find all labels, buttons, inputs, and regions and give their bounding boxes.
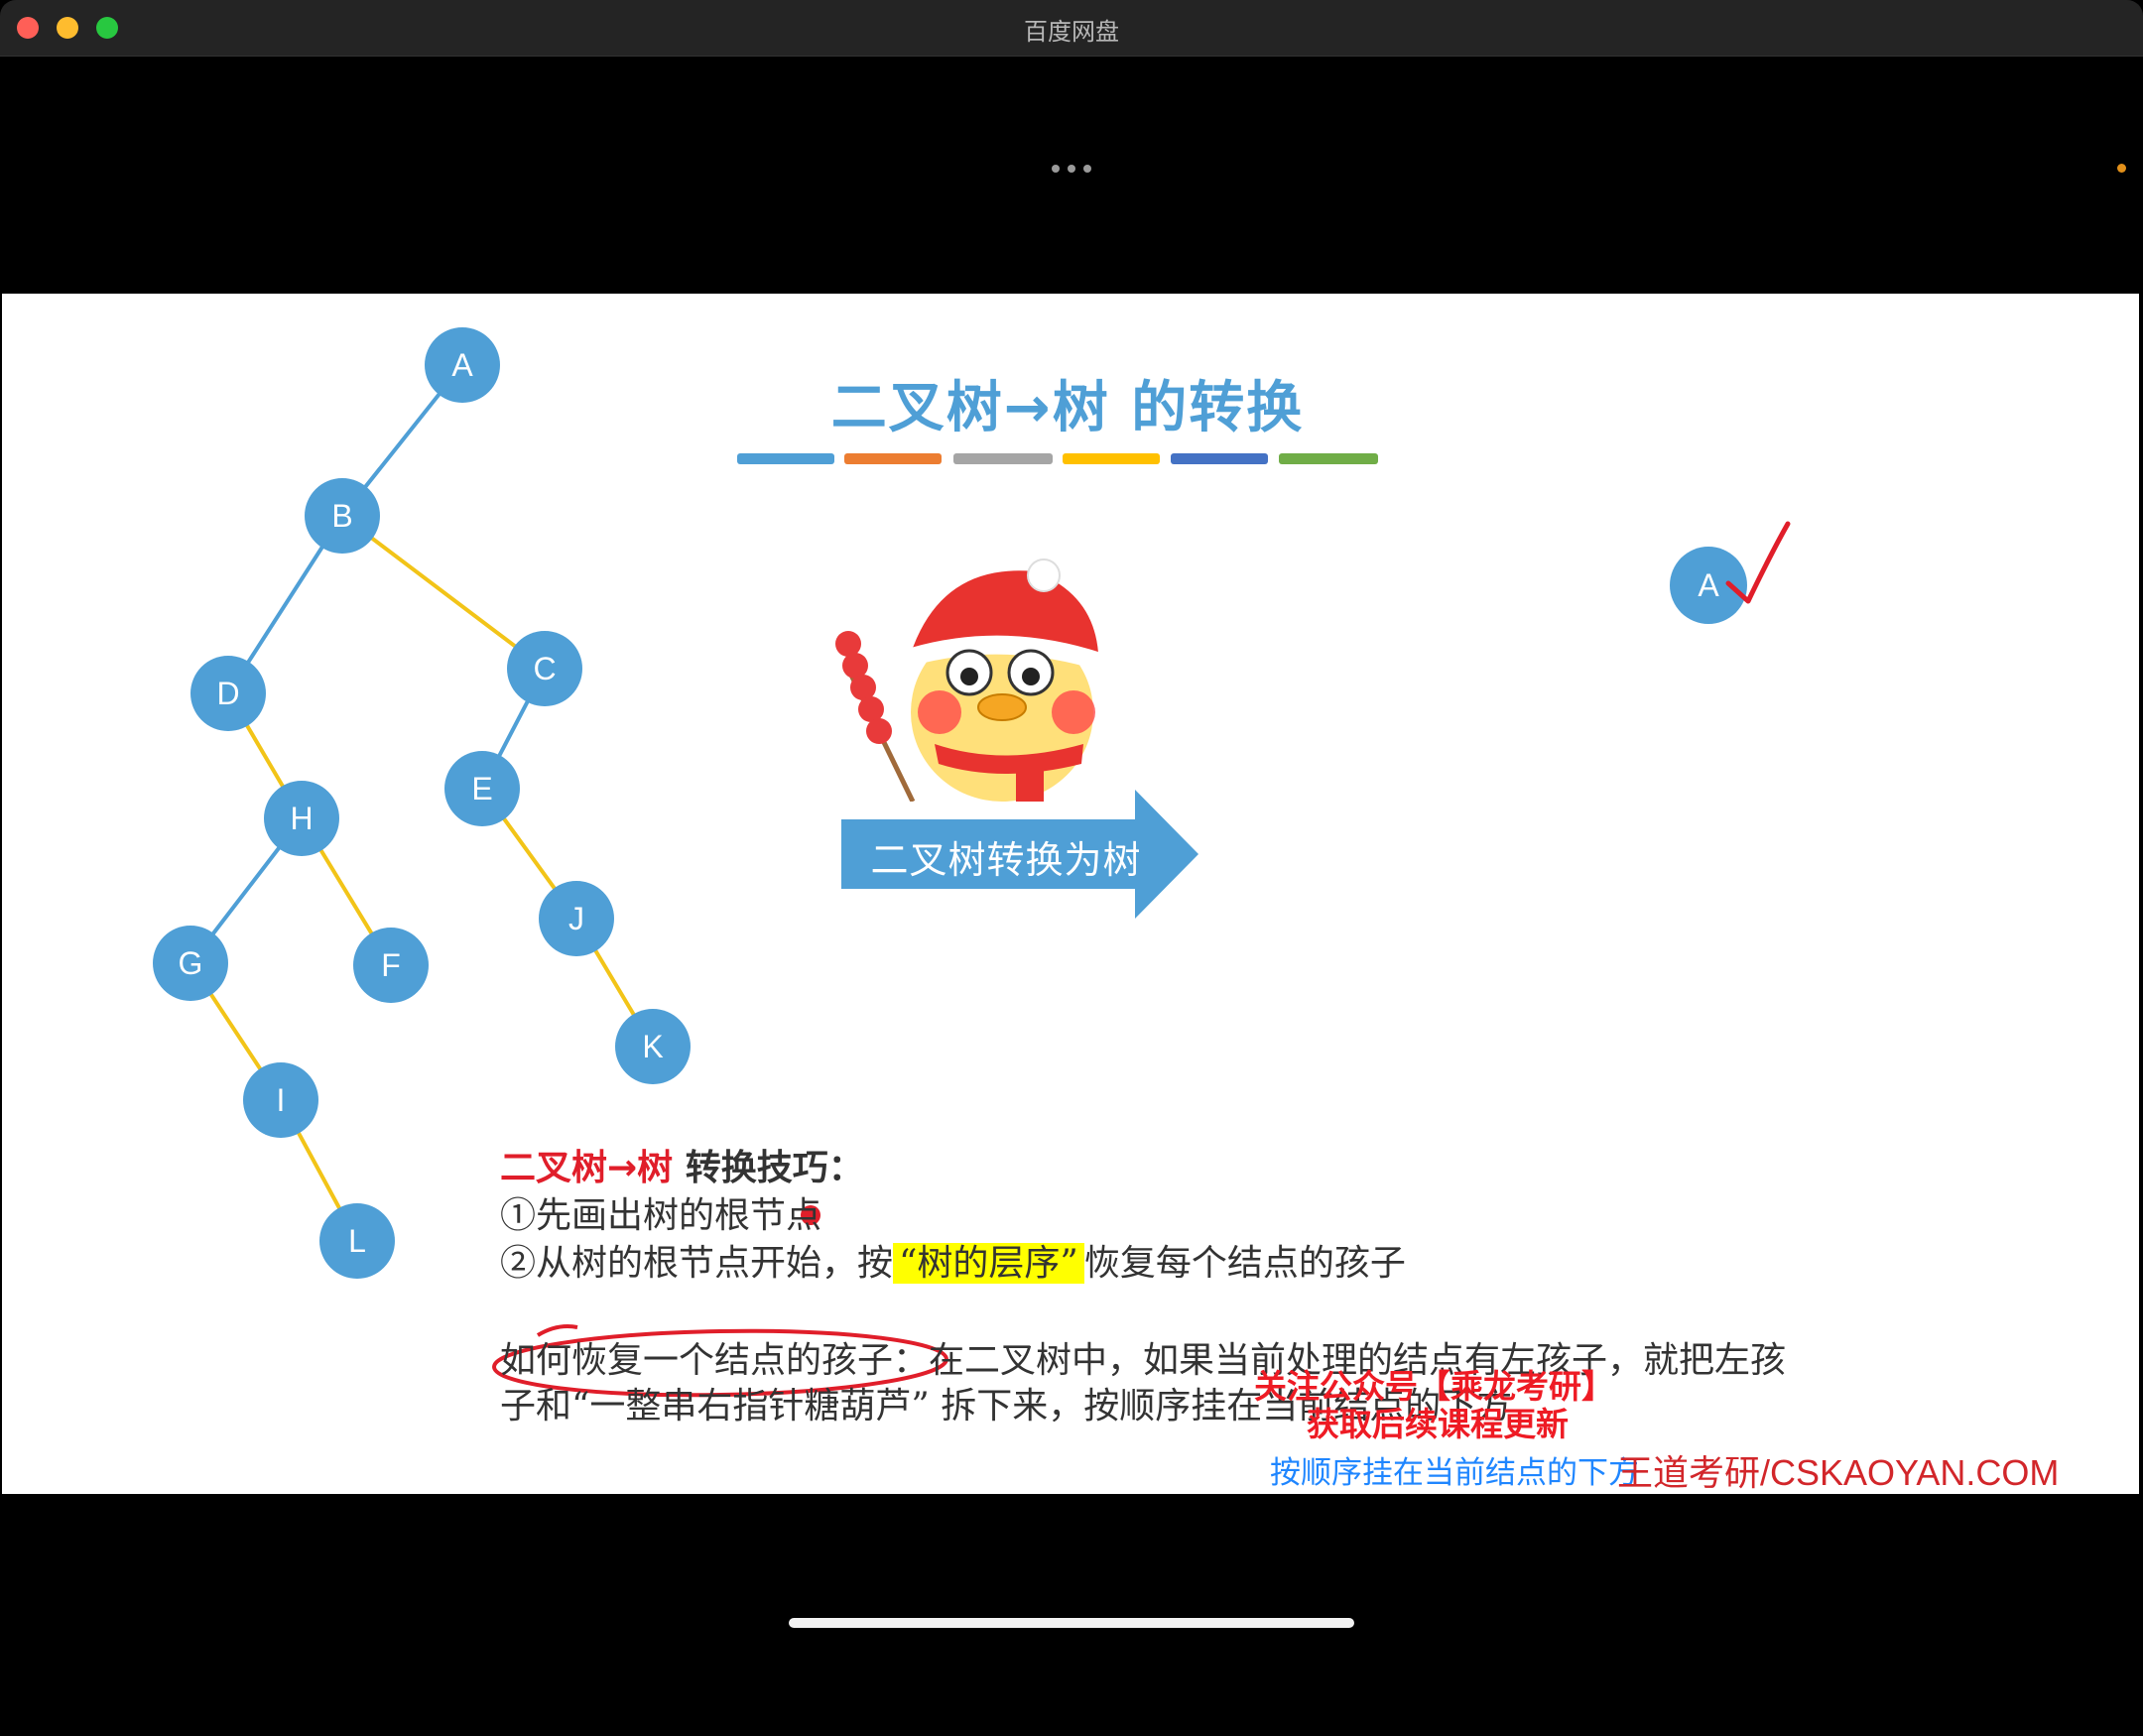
result-node-a: A: [1670, 547, 1747, 624]
conversion-tips: 二叉树→树 转换技巧： ①先画出树的根节点 ②从树的根节点开始，按“树的层序”恢…: [500, 1145, 2087, 1288]
tree-node-b: B: [305, 478, 380, 554]
svg-text:C: C: [533, 651, 556, 686]
fullscreen-window-button[interactable]: [96, 17, 118, 39]
svg-text:F: F: [381, 947, 401, 983]
slide-title: 二叉树→树 的转换: [830, 376, 1305, 440]
svg-text:G: G: [179, 945, 203, 981]
checkmark-icon: [1725, 521, 1791, 604]
follow-notice-line-2: 获取后续课程更新: [1307, 1405, 1569, 1443]
tip-step-2-after: 恢复每个结点的孩子: [1083, 1243, 1406, 1284]
tree-node-e: E: [444, 751, 520, 826]
tree-node-i: I: [243, 1062, 318, 1138]
svg-text:K: K: [642, 1029, 663, 1064]
tree-node-l: L: [319, 1203, 395, 1279]
minimize-window-button[interactable]: [57, 17, 78, 39]
svg-text:D: D: [216, 676, 239, 711]
svg-text:A: A: [1698, 567, 1719, 603]
svg-text:E: E: [471, 771, 492, 806]
tree-node-d: D: [190, 656, 266, 731]
tip-step-2-highlight: “树的层序”: [893, 1243, 1084, 1284]
binary-tree-diagram: A B C D E H J G F K I L A: [153, 327, 1791, 1398]
tips-heading: 二叉树→树 转换技巧：: [500, 1145, 2087, 1192]
tip-step-2: ②从树的根节点开始，按“树的层序”恢复每个结点的孩子: [500, 1240, 2087, 1288]
tips-heading-highlight: 二叉树→树: [500, 1148, 674, 1188]
tree-node-h: H: [264, 781, 339, 856]
tips-heading-text: 转换技巧：: [673, 1148, 864, 1188]
cskaoyan-watermark: 王道考研/CSKAOYAN.COM: [1617, 1452, 2060, 1493]
convert-arrow-label: 二叉树转换为树: [870, 838, 1142, 882]
handwritten-circle-annotation: [492, 1328, 948, 1398]
tree-edge: [340, 514, 547, 671]
close-window-button[interactable]: [17, 17, 39, 39]
tree-node-k: K: [615, 1009, 691, 1084]
svg-text:B: B: [331, 498, 352, 534]
tree-node-a: A: [425, 327, 500, 403]
home-indicator-bar[interactable]: [789, 1618, 1354, 1628]
tip-step-1: ①先画出树的根节点: [500, 1195, 822, 1236]
tree-node-c: C: [507, 631, 582, 706]
window-title: 百度网盘: [1024, 18, 1119, 46]
laser-pointer-dot: [801, 1205, 820, 1225]
svg-text:H: H: [290, 801, 313, 836]
explanation-line-2: 子和“一整串右指针糖葫芦” 拆下来，按顺序挂在当前结点的下方: [500, 1386, 1513, 1426]
subtitle-caption: 按顺序挂在当前结点的下方: [1270, 1455, 1639, 1491]
window-titlebar: 百度网盘: [0, 0, 2143, 57]
tip-step-2-before: ②从树的根节点开始，按: [500, 1243, 894, 1284]
svg-text:L: L: [348, 1223, 366, 1259]
convert-arrow: 二叉树转换为树: [841, 790, 1198, 919]
svg-text:I: I: [277, 1082, 286, 1118]
explanation-paragraph: 如何恢复一个结点的孩子：在二叉树中，如果当前处理的结点有左孩子，就把左孩 子和“…: [500, 1338, 2087, 1429]
recording-indicator-icon: [2117, 164, 2126, 173]
more-options-icon[interactable]: [1050, 157, 1095, 181]
svg-text:A: A: [451, 347, 473, 383]
explanation-line-1: 如何恢复一个结点的孩子：在二叉树中，如果当前处理的结点有左孩子，就把左孩: [500, 1340, 1787, 1381]
tree-node-g: G: [153, 926, 228, 1001]
tree-node-f: F: [353, 928, 429, 1003]
video-slide: A B C D E H J G F K I L A 二叉树→树 的转换: [2, 294, 2139, 1494]
mascot-chick-illustration: [835, 558, 1101, 802]
tree-node-j: J: [539, 881, 614, 956]
svg-text:J: J: [568, 901, 584, 936]
title-underline-bars: [737, 453, 1378, 464]
follow-notice-line-1: 关注公众号【乘龙考研】: [1254, 1367, 1614, 1406]
